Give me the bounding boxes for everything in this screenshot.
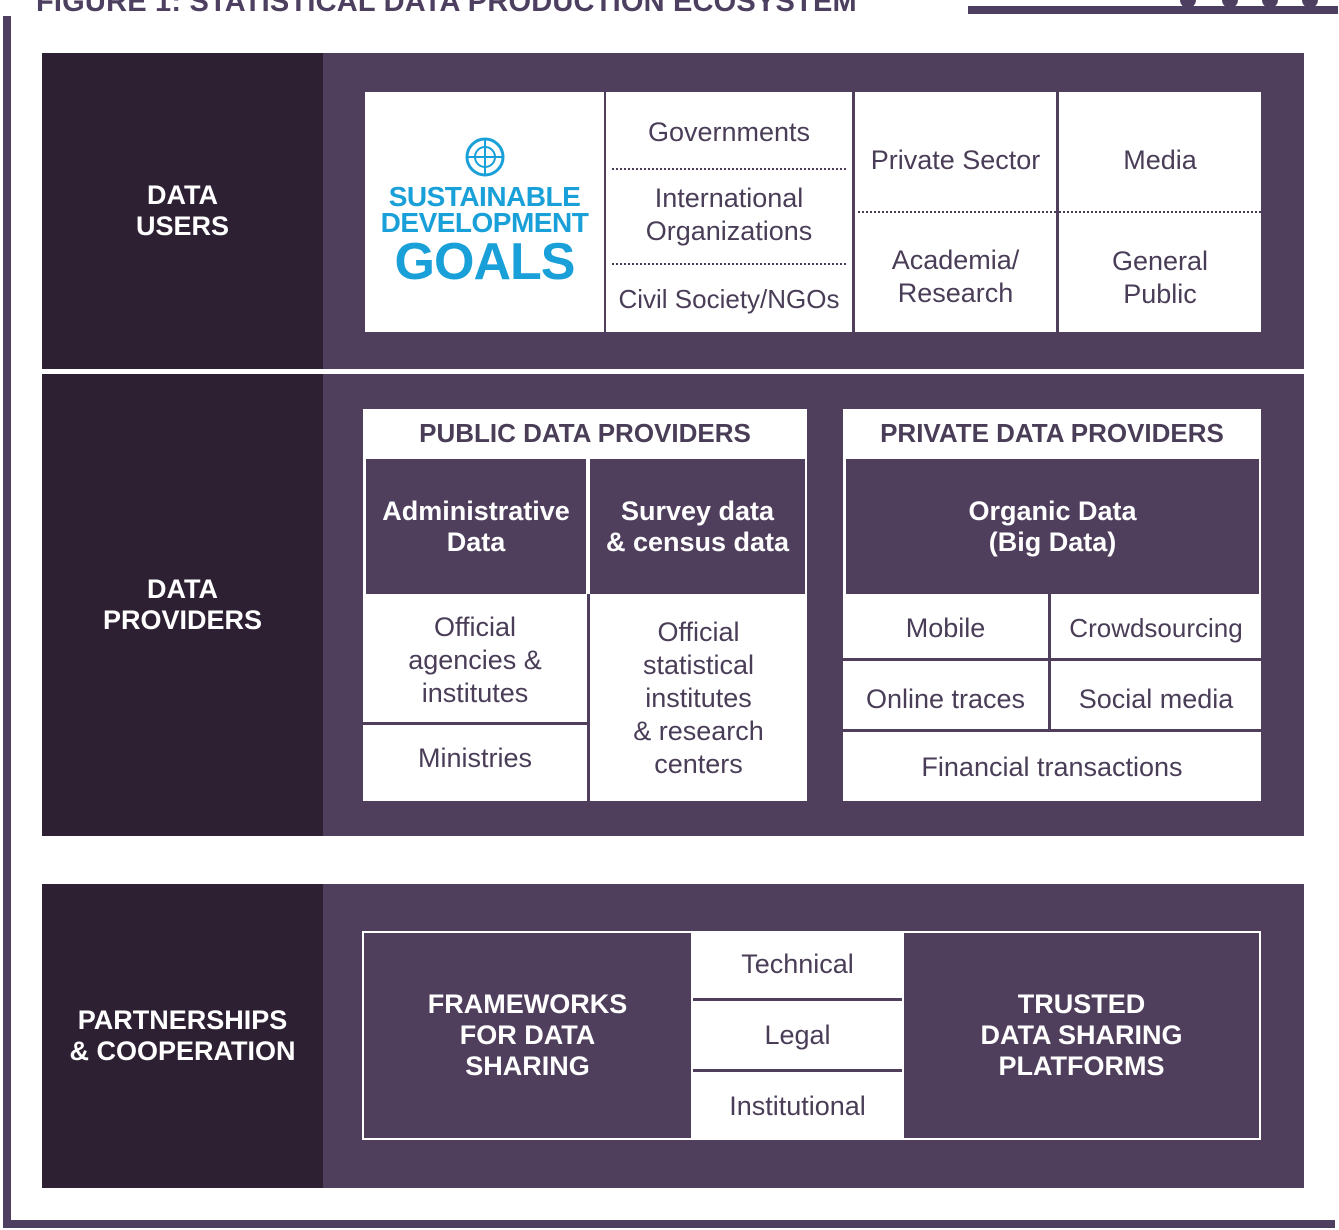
row-divider <box>363 722 587 725</box>
dotted-divider <box>612 168 846 170</box>
sdg-line2: DEVELOPMENT <box>380 207 589 238</box>
dotted-divider <box>612 263 846 265</box>
user-general-public: General Public <box>1059 243 1261 313</box>
administrative-data: Administrative Data <box>366 459 586 594</box>
decorative-dot-icon <box>1180 0 1196 8</box>
public-providers-header: PUBLIC DATA PROVIDERS <box>363 409 807 457</box>
user-civil-society: Civil Society/NGOs <box>606 275 852 323</box>
trusted-data-sharing-platforms: TRUSTED DATA SHARING PLATFORMS <box>902 931 1261 1140</box>
frame-top-border <box>968 6 1338 14</box>
dotted-divider <box>1059 211 1261 213</box>
user-academia: Academia/ Research <box>855 242 1056 312</box>
user-media: Media <box>1059 130 1261 190</box>
user-governments: Governments <box>606 110 852 154</box>
figure-title: FIGURE 1: STATISTICAL DATA PRODUCTION EC… <box>36 0 857 18</box>
private-providers-header: PRIVATE DATA PROVIDERS <box>843 409 1261 457</box>
sdg-line1: SUSTAINABLE <box>388 181 581 212</box>
financial-transactions: Financial transactions <box>843 736 1261 798</box>
official-statistical-institutes: Official statistical institutes & resear… <box>590 608 807 788</box>
organic-big-data: Organic Data (Big Data) <box>846 459 1259 594</box>
data-providers-label: DATA PROVIDERS <box>42 374 323 836</box>
mobile: Mobile <box>843 598 1048 658</box>
framework-legal: Legal <box>693 1001 902 1069</box>
frame-left-border <box>3 16 11 1228</box>
survey-census-data: Survey data & census data <box>590 459 805 594</box>
frameworks-for-data-sharing: FRAMEWORKS FOR DATA SHARING <box>362 931 693 1140</box>
column-divider <box>587 594 590 801</box>
framework-technical: Technical <box>693 931 902 998</box>
row-divider <box>693 998 902 1001</box>
online-traces: Online traces <box>843 668 1048 730</box>
ministries: Ministries <box>363 728 587 788</box>
official-agencies: Official agencies & institutes <box>363 600 587 720</box>
decorative-dot-icon <box>1262 0 1278 8</box>
dotted-divider <box>858 211 1056 213</box>
column-divider <box>1048 594 1051 729</box>
row-divider <box>843 729 1261 732</box>
frame-bottom-border <box>3 1220 1335 1228</box>
user-international-organizations: International Organizations <box>606 180 852 250</box>
user-private-sector: Private Sector <box>855 130 1056 190</box>
data-users-label: DATA USERS <box>42 53 323 369</box>
row-divider <box>843 658 1261 661</box>
un-emblem-icon <box>465 137 504 177</box>
row-divider <box>693 1069 902 1072</box>
sdg-line3: GOALS <box>394 233 576 291</box>
crowdsourcing: Crowdsourcing <box>1051 598 1261 658</box>
sdg-logo: SUSTAINABLE DEVELOPMENT GOALS <box>365 92 604 332</box>
partnerships-label: PARTNERSHIPS & COOPERATION <box>42 884 323 1188</box>
social-media: Social media <box>1051 668 1261 730</box>
framework-institutional: Institutional <box>693 1072 902 1140</box>
decorative-dot-icon <box>1302 0 1318 8</box>
decorative-dot-icon <box>1222 0 1238 8</box>
